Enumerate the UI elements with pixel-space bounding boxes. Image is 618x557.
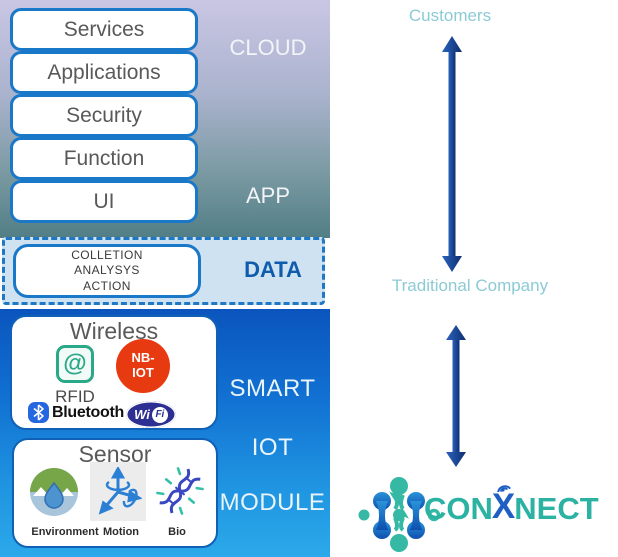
data-line-colletion: COLLETION	[71, 247, 143, 262]
customers-arrow	[442, 36, 462, 272]
smart-layer-label: SMART	[229, 375, 316, 402]
logo-nect-text: NECT	[514, 491, 599, 526]
environment-icon	[29, 467, 79, 517]
rfid-icon: @	[56, 345, 94, 383]
nbiot-line2: IOT	[132, 365, 154, 380]
stack-box-label: Function	[63, 146, 145, 170]
wireless-title: Wireless	[69, 318, 159, 344]
stack-box-label: Services	[63, 17, 145, 41]
stack-box-services: Services	[10, 8, 198, 51]
sensor-box: Sensor	[12, 438, 218, 548]
stack-box-applications: Applications	[10, 51, 198, 94]
wifi-logo: Wi Fi	[126, 401, 176, 428]
logo-x-letter: X	[491, 487, 516, 526]
conxnect-logo-icon	[358, 477, 441, 552]
stack-box-label: Applications	[47, 60, 161, 84]
data-layer-label: DATA	[244, 257, 302, 282]
cloud-layer-label: CLOUD	[229, 35, 307, 60]
rfid-label: RFID	[55, 387, 95, 406]
stack-box-ui: UI	[10, 180, 198, 223]
data-layer-panel: COLLETION ANALYSYS ACTION DATA	[2, 237, 325, 305]
signal-waves-icon	[497, 485, 511, 492]
traditional-company-label: Traditional Company	[391, 276, 549, 295]
stack-box-label: UI	[93, 189, 115, 213]
wireless-box: Wireless @ RFID NB- IOT Bluetooth Wi Fi	[10, 315, 218, 430]
iot-layer-label: IOT	[251, 434, 294, 461]
wifi-fi-text: Fi	[151, 406, 168, 423]
conxnect-logo-text: CON X NECT	[424, 485, 599, 527]
wifi-wi-text: Wi	[134, 407, 150, 422]
data-line-analysys: ANALYSYS	[74, 263, 140, 278]
bluetooth-logo: Bluetooth	[28, 402, 124, 423]
company-arrow	[446, 325, 466, 467]
data-process-box: COLLETION ANALYSYS ACTION	[13, 244, 201, 298]
module-layer-label: MODULE	[219, 489, 326, 516]
logo-con-text: CON	[424, 491, 493, 526]
stack-box-function: Function	[10, 137, 198, 180]
data-line-action: ACTION	[83, 278, 131, 293]
motion-axes-icon	[90, 462, 146, 521]
bio-label: Bio	[168, 526, 186, 538]
environment-label: Environment	[31, 526, 99, 538]
nbiot-badge: NB- IOT	[116, 339, 170, 393]
bluetooth-label: Bluetooth	[52, 403, 124, 421]
logo-x-text: X	[491, 485, 516, 527]
dna-icon	[154, 465, 206, 517]
motion-label: Motion	[102, 526, 140, 538]
nbiot-line1: NB-	[131, 350, 155, 366]
stack-box-label: Security	[66, 103, 142, 127]
cloud-app-panel: Services Applications Security Function …	[0, 0, 330, 238]
smart-iot-module-panel: Wireless @ RFID NB- IOT Bluetooth Wi Fi	[0, 309, 330, 557]
stack-box-security: Security	[10, 94, 198, 137]
app-layer-label: APP	[245, 183, 291, 208]
bluetooth-icon	[28, 402, 49, 423]
customers-label: Customers	[408, 6, 492, 25]
rfid-spiral-glyph: @	[63, 350, 87, 377]
